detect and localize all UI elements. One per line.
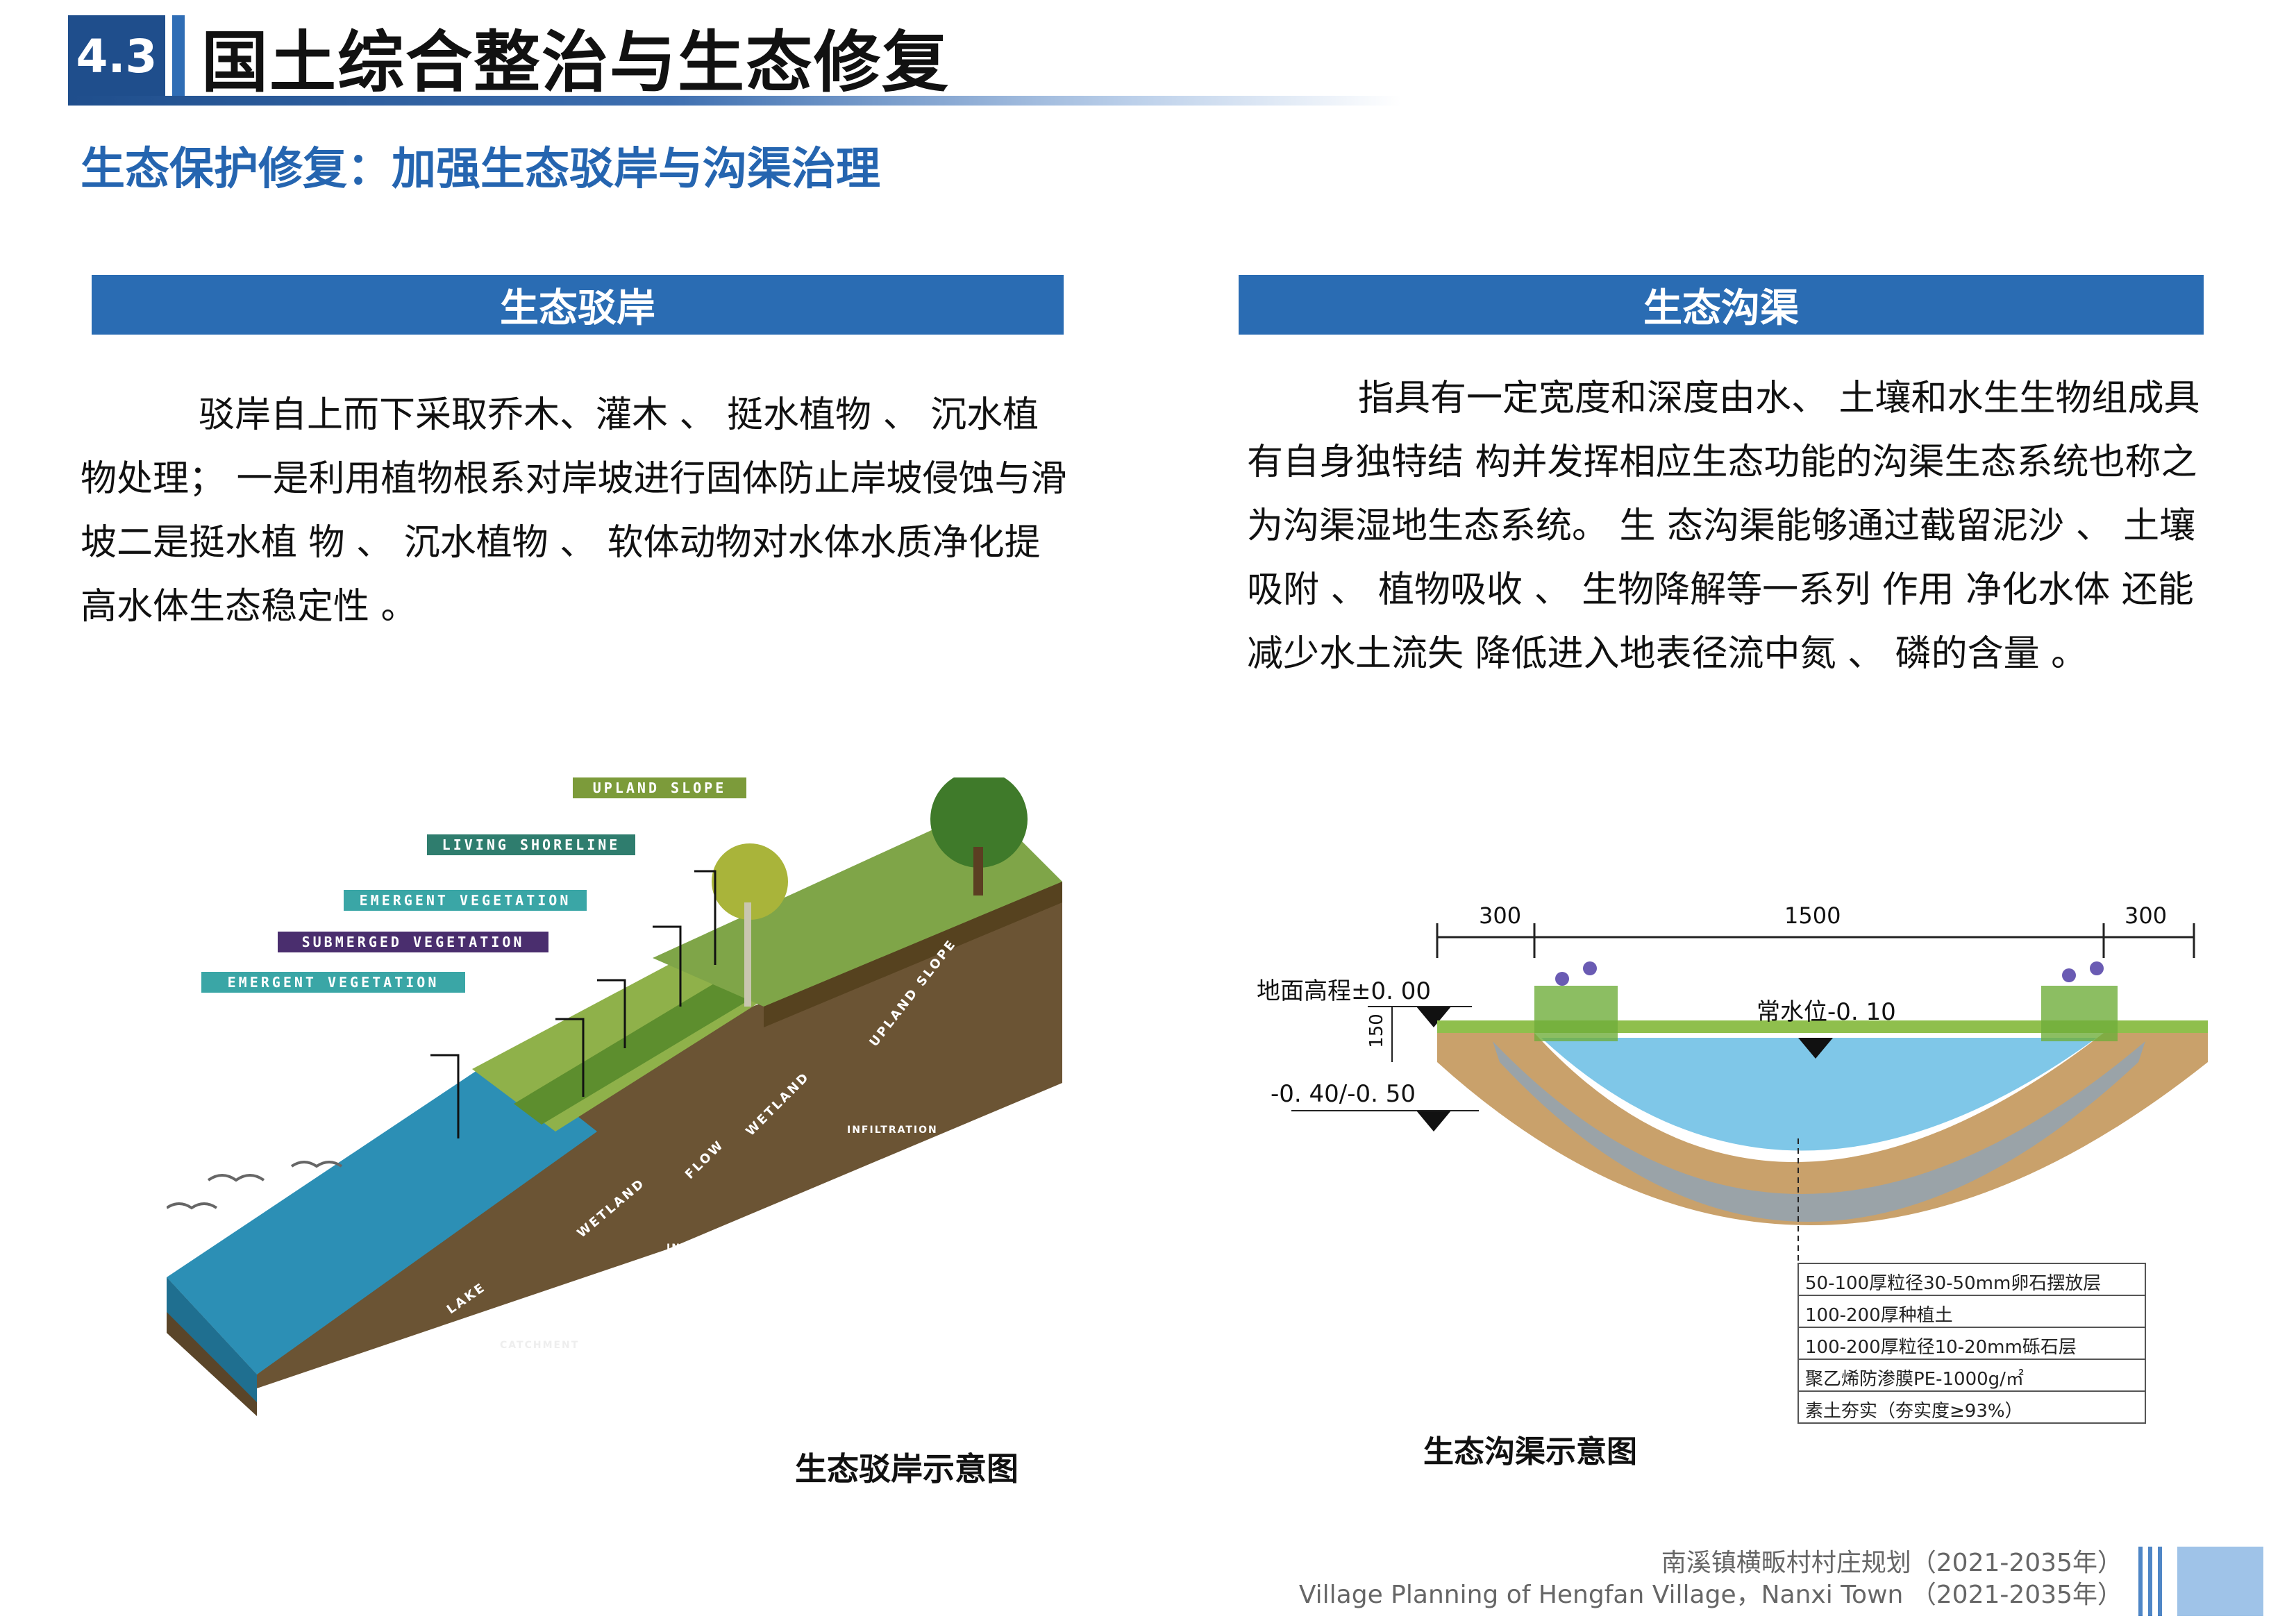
layer-compacted-soil: 素土夯实（夯实度≥93%） <box>1805 1401 2023 1422</box>
header-accent-bar <box>172 15 185 106</box>
heading-ecological-ditch: 生态沟渠 <box>1239 275 2204 335</box>
revetment-description: 驳岸自上而下采取乔木、灌木 、 挺水植物 、 沉水植物处理； 一是利用植物根系对… <box>81 394 1067 628</box>
label-submerged-vegetation: SUBMERGED VEGETATION <box>278 932 548 952</box>
ditch-description: 指具有一定宽度和深度由水、 土壤和水生生物组成具有自身独特结 构并发挥相应生态功… <box>1247 378 2200 675</box>
footer-title-cn: 南溪镇横畈村村庄规划（2021-2035年） <box>1661 1549 2122 1577</box>
footer-decoration <box>2138 1547 2263 1616</box>
header-underline <box>68 96 1401 106</box>
bottom-level-label: -0. 40/-0. 50 <box>1271 1080 1416 1108</box>
revetment-caption: 生态驳岸示意图 <box>795 1450 1019 1488</box>
revetment-illustration <box>165 771 1062 1416</box>
depth-dimension: 150 <box>1366 1014 1387 1048</box>
ditch-diagram: 300 1500 300 地面高程±0. 00 常水位-0. 10 150 -0… <box>1243 902 2222 1430</box>
layer-cobble: 50-100厚粒径30-50mm卵石摆放层 <box>1805 1273 2102 1294</box>
heading-ecological-revetment: 生态驳岸 <box>92 275 1064 335</box>
section-title: 国土综合整治与生态修复 <box>201 24 950 101</box>
footer-title-en: Village Planning of Hengfan Village，Nanx… <box>1298 1581 2122 1609</box>
terrain-infiltration-upper: INFILTRATION <box>847 1125 938 1136</box>
layer-gravel: 100-200厚粒径10-20mm砾石层 <box>1805 1337 2077 1358</box>
layer-membrane: 聚乙烯防渗膜PE-1000g/㎡ <box>1805 1369 2024 1390</box>
label-emergent-vegetation-bottom: EMERGENT VEGETATION <box>201 972 465 993</box>
label-upland-slope: UPLAND SLOPE <box>573 777 746 798</box>
page-subtitle: 生态保护修复：加强生态驳岸与沟渠治理 <box>81 144 880 195</box>
terrain-infiltration-lower: INFILTRATION <box>667 1243 757 1254</box>
ditch-cross-section <box>1291 923 2208 1424</box>
label-living-shoreline: LIVING SHORELINE <box>427 834 635 855</box>
layer-planting-soil: 100-200厚种植土 <box>1805 1305 1953 1326</box>
section-number: 4.3 <box>68 15 165 97</box>
water-level-label: 常水位-0. 10 <box>1757 998 1896 1026</box>
dim-right: 300 <box>2125 902 2168 929</box>
dim-left: 300 <box>1479 902 1522 929</box>
dim-middle: 1500 <box>1784 902 1841 929</box>
label-emergent-vegetation-top: EMERGENT VEGETATION <box>344 890 587 911</box>
revetment-diagram: UPLAND SLOPE LIVING SHORELINE EMERGENT V… <box>165 771 1097 1416</box>
ditch-caption: 生态沟渠示意图 <box>1423 1434 1637 1470</box>
terrain-catchment: CATCHMENT <box>500 1340 580 1351</box>
ground-level-label: 地面高程±0. 00 <box>1257 977 1431 1005</box>
